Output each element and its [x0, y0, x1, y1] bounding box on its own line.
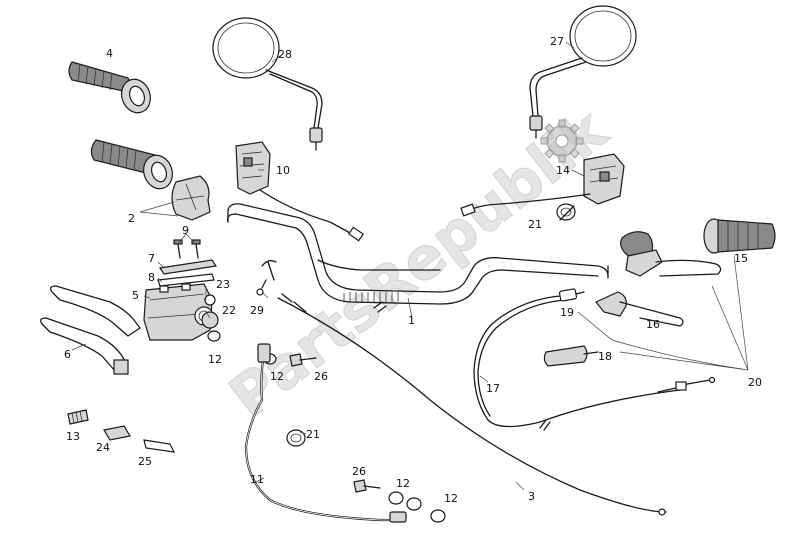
label-28: 28 — [278, 48, 292, 61]
leader-lines — [71, 41, 749, 491]
part-1-handlebar — [227, 203, 609, 305]
part-5-master-cylinder — [143, 283, 214, 341]
label-6: 6 — [64, 348, 71, 361]
label-2: 2 — [128, 212, 135, 225]
label-11: 11 — [250, 473, 264, 486]
label-8: 8 — [148, 271, 155, 284]
gear-icon — [540, 119, 584, 163]
part-28-mirror-left — [212, 17, 323, 151]
label-18: 18 — [598, 350, 612, 363]
label-21b: 21 — [306, 428, 320, 441]
part-7-8-cover-gasket — [157, 259, 218, 287]
part-2-throttle-grip — [90, 139, 211, 221]
label-27: 27 — [550, 35, 564, 48]
part-11-brake-hose — [244, 343, 407, 523]
label-12b: 12 — [270, 370, 284, 383]
part-13-24-25-fittings — [67, 409, 176, 453]
label-21a: 21 — [528, 218, 542, 231]
part-10-switch-left — [235, 141, 365, 242]
part-9-screws — [173, 239, 201, 259]
label-23: 23 — [216, 278, 230, 291]
label-12a: 12 — [208, 353, 222, 366]
label-12c: 12 — [396, 477, 410, 490]
label-15: 15 — [734, 252, 748, 265]
label-16: 16 — [646, 318, 660, 331]
part-21-clamp-lower — [286, 429, 306, 447]
label-25: 25 — [138, 455, 152, 468]
part-17-clutch-cable — [473, 288, 716, 431]
part-21-clamp-upper — [556, 203, 576, 221]
label-3: 3 — [528, 490, 535, 503]
label-13: 13 — [66, 430, 80, 443]
label-10: 10 — [276, 164, 290, 177]
part-4-grip-left — [68, 61, 151, 114]
part-3-cable — [277, 293, 667, 516]
part-27-mirror-right — [529, 5, 637, 139]
part-18-switch — [543, 345, 599, 367]
label-19: 19 — [560, 306, 574, 319]
label-20: 20 — [748, 376, 762, 389]
label-24: 24 — [96, 441, 110, 454]
label-12d: 12 — [444, 492, 458, 505]
part-16-lever — [595, 291, 684, 327]
part-right-lever-assembly — [620, 231, 722, 277]
label-1: 1 — [408, 314, 415, 327]
part-5-6-levers-left — [40, 285, 141, 375]
part-14-switch-right — [460, 153, 625, 217]
label-29: 29 — [250, 304, 264, 317]
part-15-grip-right — [703, 218, 776, 254]
label-5: 5 — [132, 289, 139, 302]
label-4: 4 — [106, 47, 113, 60]
label-7: 7 — [148, 252, 155, 265]
part-22-23-washers — [201, 294, 219, 329]
label-26b: 26 — [352, 465, 366, 478]
label-17: 17 — [486, 382, 500, 395]
part-29-bolt — [256, 260, 277, 296]
part-number-labels: 4 28 27 10 14 2 21 9 7 15 8 23 5 29 22 1… — [64, 35, 762, 505]
part-12-lower-washers — [388, 491, 446, 523]
label-14: 14 — [556, 164, 570, 177]
part-26-bolts — [289, 353, 381, 493]
label-22: 22 — [222, 304, 236, 317]
label-9: 9 — [182, 224, 189, 237]
label-26a: 26 — [314, 370, 328, 383]
